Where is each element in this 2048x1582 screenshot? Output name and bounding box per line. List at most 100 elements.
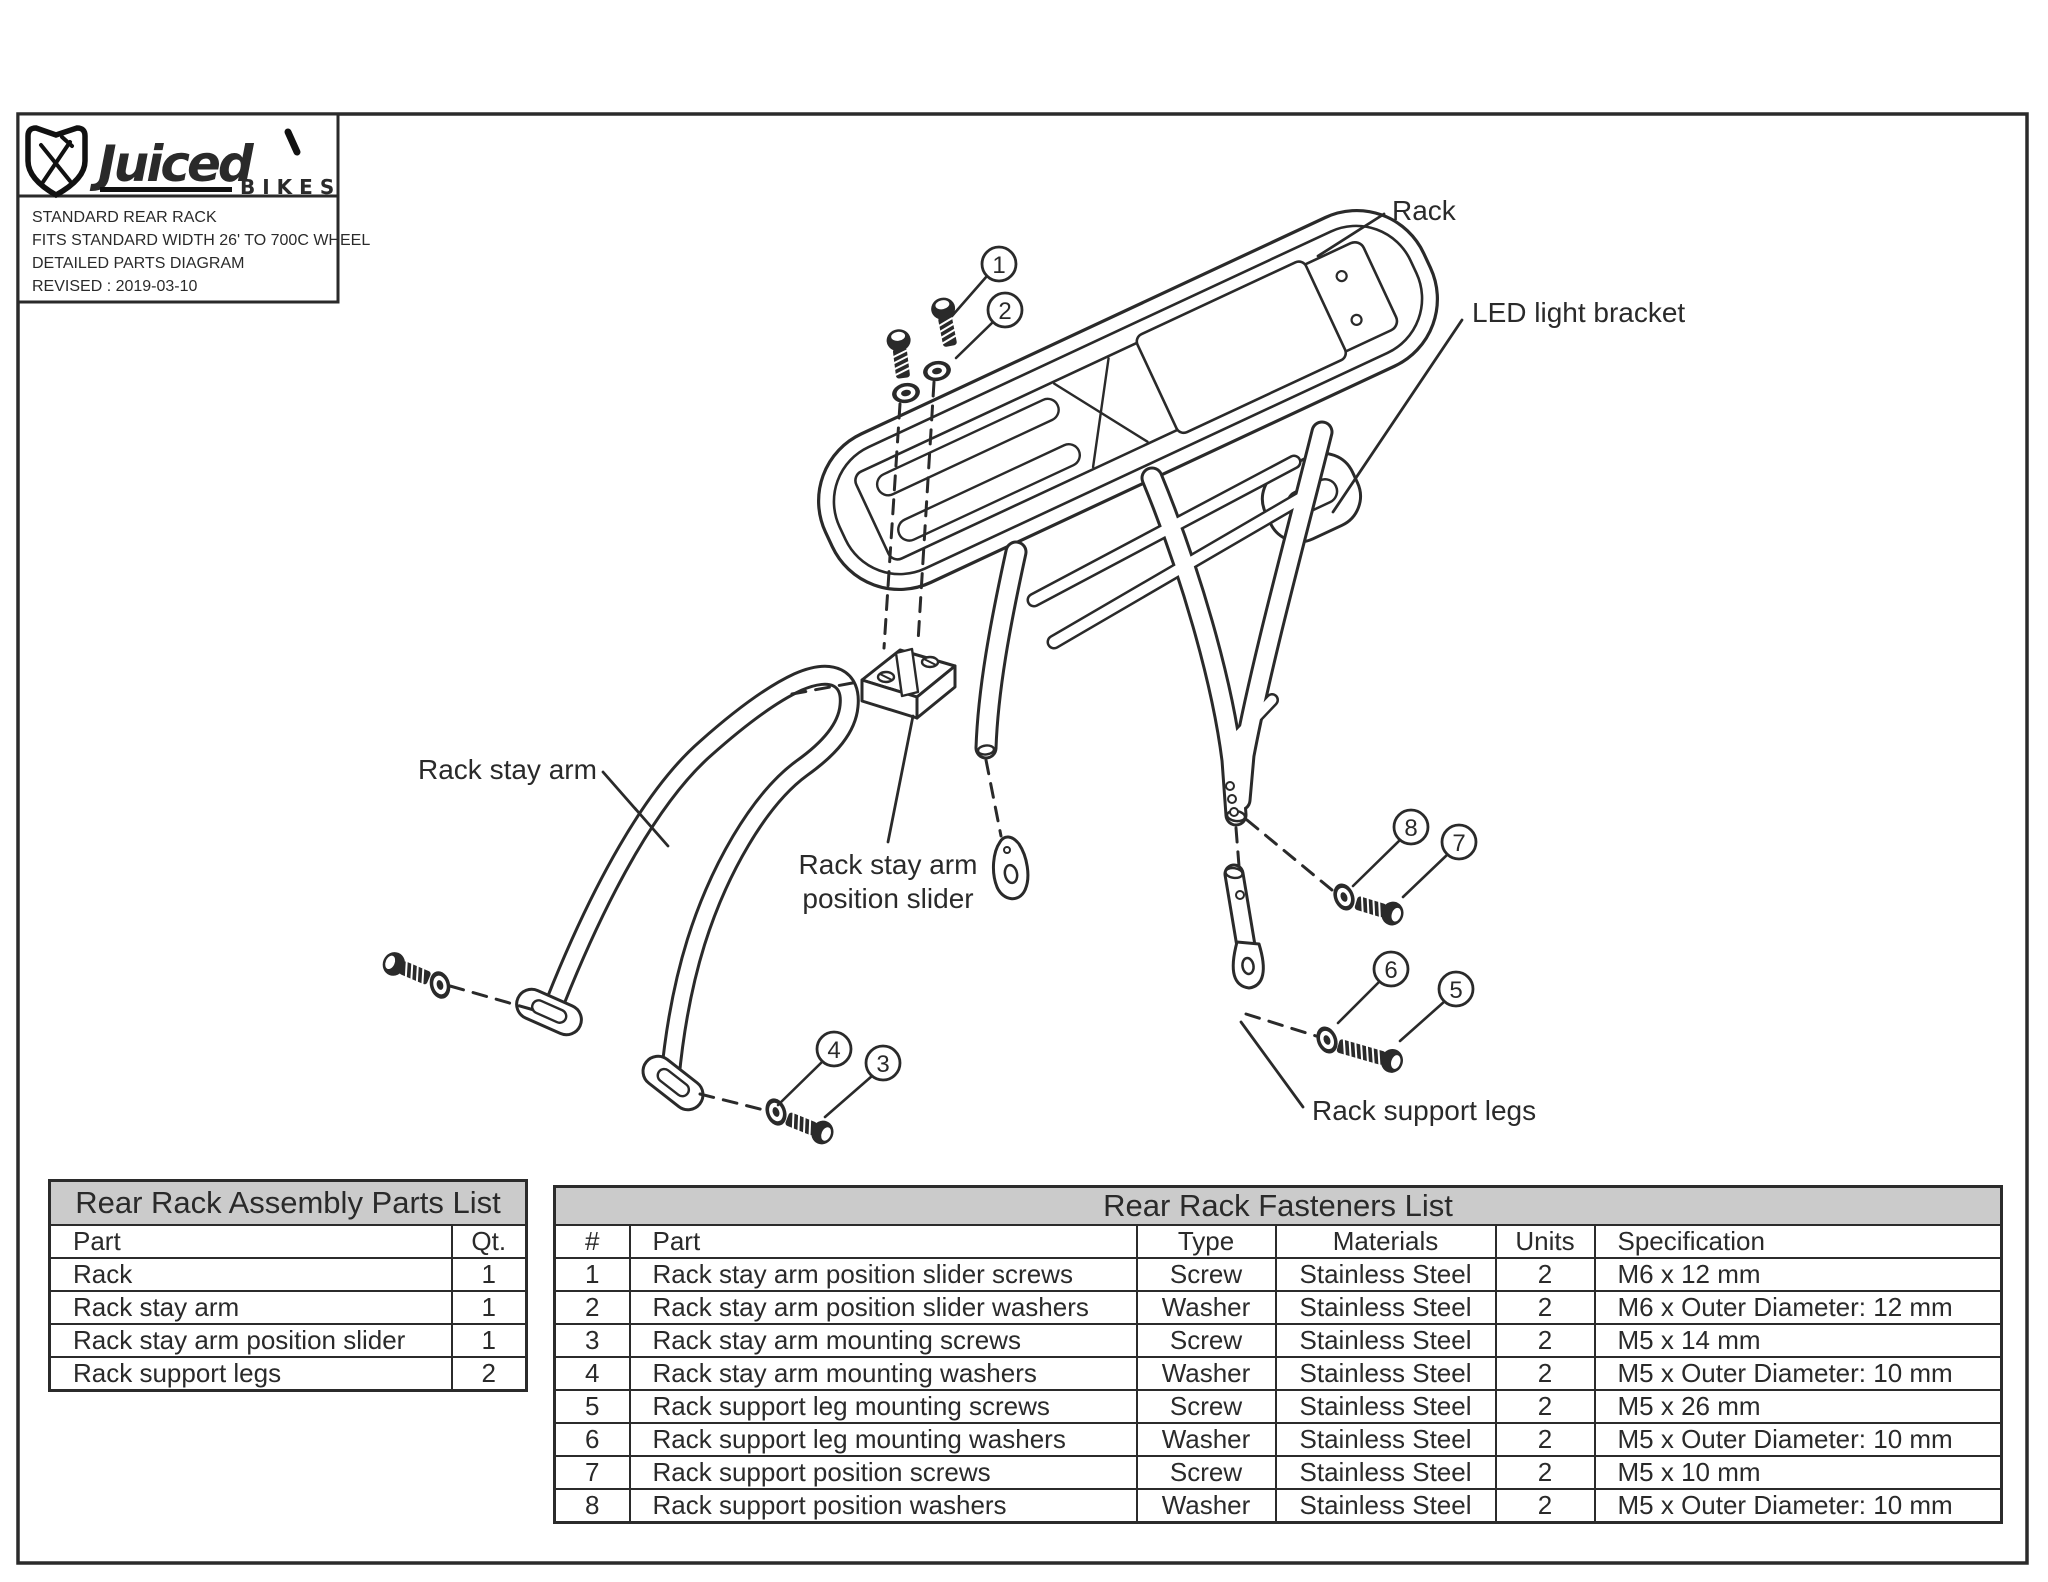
stay-arm-drawing (515, 664, 860, 1112)
svg-text:position slider: position slider (802, 883, 973, 914)
cell-part: Rack stay arm mounting screws (628, 1323, 1138, 1358)
cell-spec: M5 x Outer Diameter: 10 mm (1593, 1422, 2003, 1457)
svg-text:5: 5 (1449, 977, 1462, 1004)
cell-qty: 2 (450, 1356, 528, 1392)
cell-part: Rack support position screws (628, 1455, 1138, 1490)
label-rack: Rack (1316, 195, 1457, 258)
screw-icon (378, 947, 435, 991)
cell-units: 2 (1494, 1323, 1596, 1358)
cell-num: 7 (553, 1455, 631, 1490)
col-header-part: Part (628, 1224, 1138, 1259)
cell-part: Rack stay arm position slider screws (628, 1257, 1138, 1292)
cell-num: 8 (553, 1488, 631, 1524)
col-header-units: Units (1494, 1224, 1596, 1259)
front-link-drawing (991, 835, 1030, 901)
cell-materials: Stainless Steel (1274, 1356, 1497, 1391)
callout-8: 8 (1351, 808, 1430, 888)
table-title-row: Rear Rack Fasteners List (553, 1185, 2003, 1226)
brand-name: Juiced (89, 135, 255, 193)
cell-part: Rack stay arm position slider washers (628, 1290, 1138, 1325)
table-row: 6 Rack support leg mounting washers Wash… (553, 1422, 2003, 1457)
title-line-2: FITS STANDARD WIDTH 26' TO 700C WHEEL (32, 232, 370, 249)
screw-icon (1351, 889, 1408, 930)
washer-icon (890, 380, 922, 406)
cell-type: Washer (1135, 1290, 1277, 1325)
assembly-parts-table: Rear Rack Assembly Parts List Part Qt. R… (48, 1179, 528, 1392)
table-row: 8 Rack support position washers Washer S… (553, 1488, 2003, 1524)
fasteners-table-title: Rear Rack Fasteners List (553, 1185, 2003, 1226)
table-row: Rack stay arm 1 (48, 1290, 528, 1325)
fasteners-table: Rear Rack Fasteners List # Part Type Mat… (553, 1185, 2004, 1524)
slider-drawing (860, 647, 957, 720)
cell-spec: M5 x 26 mm (1593, 1389, 2003, 1424)
cell-type: Washer (1135, 1356, 1277, 1391)
cell-part: Rack support legs (48, 1356, 453, 1392)
label-led-bracket: LED light bracket (1331, 297, 1685, 514)
callout-5: 5 (1398, 970, 1475, 1043)
col-header-part: Part (48, 1224, 453, 1259)
cell-materials: Stainless Steel (1274, 1290, 1497, 1325)
assembly-dashed-lines (448, 380, 1334, 1112)
svg-text:Rack support legs: Rack support legs (1312, 1095, 1536, 1126)
cell-num: 4 (553, 1356, 631, 1391)
cell-spec: M6 x Outer Diameter: 12 mm (1593, 1290, 2003, 1325)
brand-logo: Juiced BIKES (25, 125, 341, 199)
cell-units: 2 (1494, 1455, 1596, 1490)
cell-units: 2 (1494, 1422, 1596, 1457)
table-row: 2 Rack stay arm position slider washers … (553, 1290, 2003, 1325)
svg-text:LED light bracket: LED light bracket (1472, 297, 1685, 328)
table-row: 3 Rack stay arm mounting screws Screw St… (553, 1323, 2003, 1358)
rack-legs-drawing (974, 420, 1334, 827)
washer-icon (921, 358, 953, 384)
cell-units: 2 (1494, 1257, 1596, 1292)
cell-type: Washer (1135, 1422, 1277, 1457)
cell-type: Screw (1135, 1257, 1277, 1292)
table-header-row: # Part Type Materials Units Specificatio… (553, 1224, 2003, 1259)
svg-text:Rack stay arm: Rack stay arm (418, 754, 597, 785)
cell-part: Rack support leg mounting screws (628, 1389, 1138, 1424)
rack-drawing: 1 2 3 4 5 (378, 195, 1685, 1149)
table-row: 1 Rack stay arm position slider screws S… (553, 1257, 2003, 1292)
cell-units: 2 (1494, 1389, 1596, 1424)
cell-materials: Stainless Steel (1274, 1323, 1497, 1358)
col-header-type: Type (1135, 1224, 1277, 1259)
title-line-4: REVISED : 2019-03-10 (32, 278, 198, 295)
svg-text:2: 2 (998, 298, 1011, 325)
cell-type: Screw (1135, 1389, 1277, 1424)
col-header-materials: Materials (1274, 1224, 1497, 1259)
callout-6: 6 (1336, 950, 1410, 1025)
svg-text:1: 1 (992, 252, 1005, 279)
cell-part: Rack stay arm position slider (48, 1323, 453, 1358)
cell-num: 2 (553, 1290, 631, 1325)
callouts: 1 2 3 4 5 (776, 245, 1478, 1119)
parts-table-title: Rear Rack Assembly Parts List (48, 1179, 528, 1226)
callout-7: 7 (1401, 823, 1478, 899)
title-line-1: STANDARD REAR RACK (32, 209, 217, 226)
callout-3: 3 (823, 1044, 902, 1119)
cell-num: 5 (553, 1389, 631, 1424)
svg-text:Rack stay arm: Rack stay arm (799, 849, 978, 880)
cell-materials: Stainless Steel (1274, 1257, 1497, 1292)
title-block: Juiced BIKES STANDARD REAR RACK FITS STA… (16, 112, 370, 304)
diagram-labels: Rack LED light bracket Rack stay arm Rac… (418, 195, 1685, 1126)
brand-sub: BIKES (240, 175, 341, 199)
table-row: Rack support legs 2 (48, 1356, 528, 1392)
cell-spec: M5 x 10 mm (1593, 1455, 2003, 1490)
table-row: Rack 1 (48, 1257, 528, 1292)
label-support-legs: Rack support legs (1239, 1020, 1536, 1126)
support-leg-drawing (1223, 863, 1265, 990)
screw-icon (1333, 1032, 1407, 1077)
cell-type: Washer (1135, 1488, 1277, 1524)
cell-type: Screw (1135, 1323, 1277, 1358)
cell-num: 6 (553, 1422, 631, 1457)
cell-num: 1 (553, 1257, 631, 1292)
label-stay-arm: Rack stay arm (418, 754, 670, 848)
cell-spec: M5 x Outer Diameter: 10 mm (1593, 1488, 2003, 1524)
cell-part: Rack stay arm (48, 1290, 453, 1325)
washer-icon (426, 968, 454, 1002)
col-header-qty: Qt. (450, 1224, 528, 1259)
svg-text:7: 7 (1452, 830, 1465, 857)
cell-part: Rack (48, 1257, 453, 1292)
